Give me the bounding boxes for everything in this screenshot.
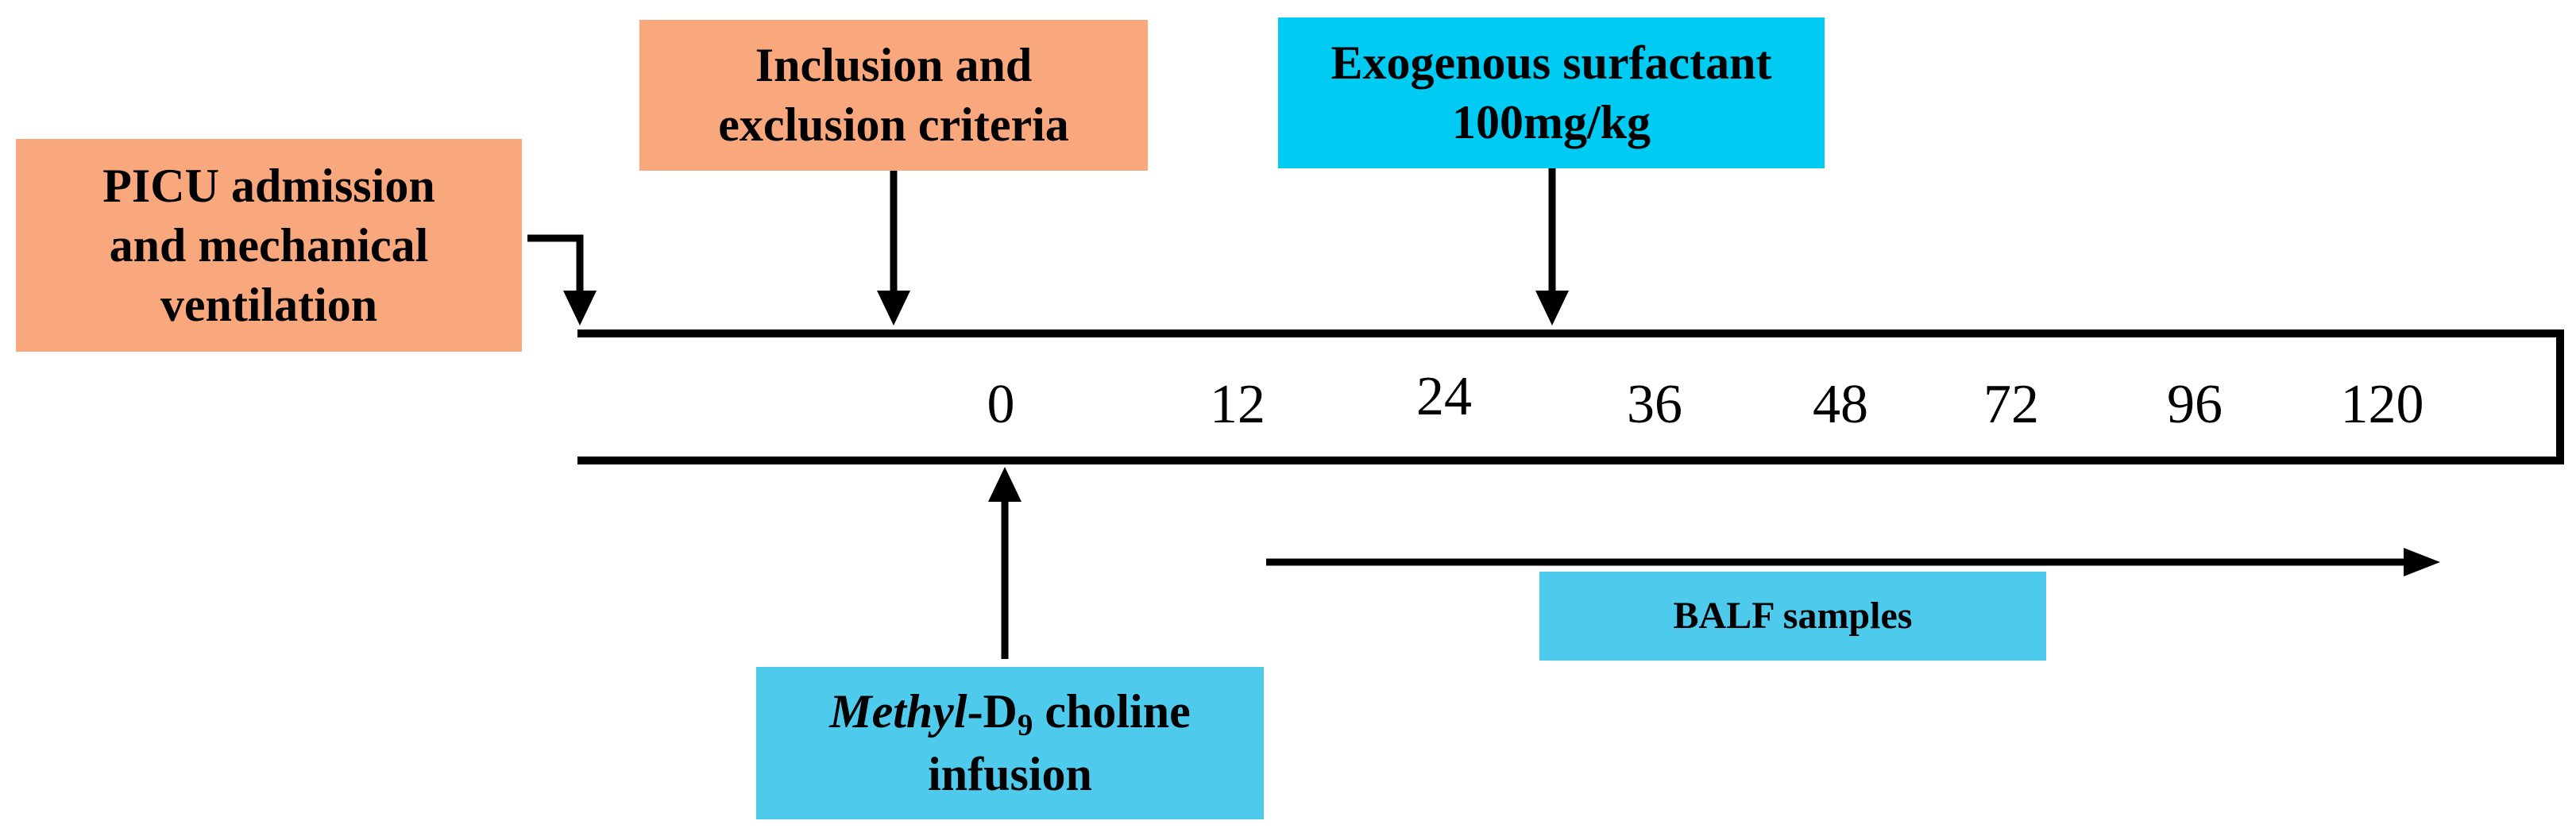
surfactant-line-1: Exogenous surfactant xyxy=(1330,37,1772,89)
surfactant-box: Exogenous surfactant 100mg/kg xyxy=(1278,17,1825,168)
balf-samples-box: BALF samples xyxy=(1539,572,2046,661)
tick-label: 120 xyxy=(2340,374,2424,435)
tick-label: 36 xyxy=(1627,374,1682,435)
balf-label: BALF samples xyxy=(1673,595,1913,637)
timeline-track xyxy=(577,329,2564,464)
picu-line-3: ventilation xyxy=(160,278,378,331)
tick-label: 24 xyxy=(1416,366,1472,427)
criteria-line-2: exclusion criteria xyxy=(718,98,1069,151)
tick-label: 12 xyxy=(1210,374,1265,435)
picu-arrow xyxy=(527,234,584,292)
picu-admission-box: PICU admission and mechanical ventilatio… xyxy=(16,139,522,352)
choline-infusion-box: Methyl-D9 choline infusion xyxy=(756,667,1264,819)
picu-line-2: and mechanical xyxy=(109,218,429,272)
surfactant-line-2: 100mg/kg xyxy=(1451,96,1651,148)
tick-label: 48 xyxy=(1813,374,1868,435)
tick-label: 0 xyxy=(987,374,1015,435)
criteria-box: Inclusion and exclusion criteria xyxy=(639,20,1148,171)
tick-label: 96 xyxy=(2167,374,2223,435)
choline-line-1: Methyl-D9 choline xyxy=(829,684,1191,742)
choline-line-2: infusion xyxy=(928,748,1092,801)
picu-line-1: PICU admission xyxy=(102,159,435,212)
tick-label: 72 xyxy=(1983,374,2039,435)
criteria-line-1: Inclusion and xyxy=(755,39,1033,91)
